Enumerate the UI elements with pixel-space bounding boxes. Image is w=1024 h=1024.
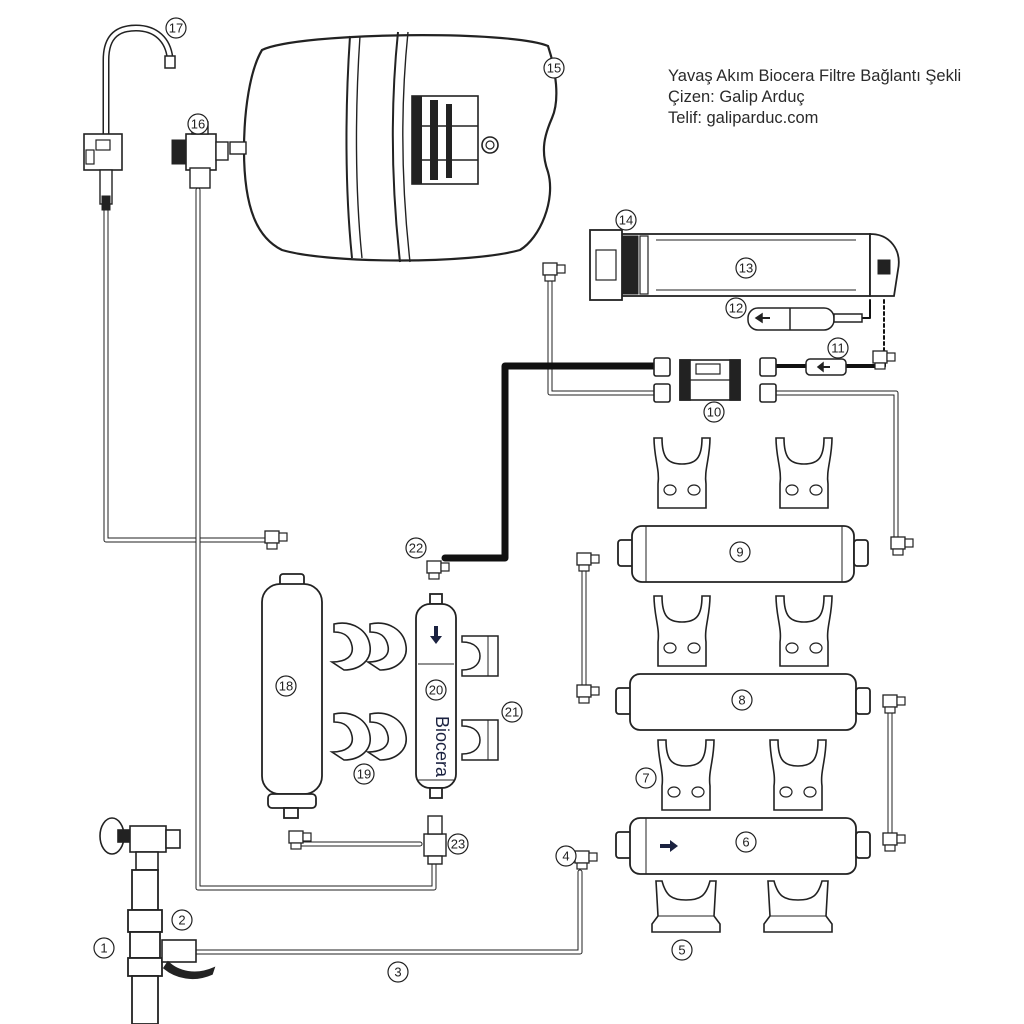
part-number-10: 10 [703, 401, 725, 423]
cartridge-clip [775, 437, 833, 509]
inline-cartridge-18 [261, 573, 323, 819]
part-number-text: 9 [736, 545, 743, 560]
tee-fitting [423, 815, 447, 865]
elbow-fitting [872, 350, 896, 370]
part-number-text: 6 [742, 835, 749, 850]
feed-water-pipe [127, 869, 163, 1024]
part-number-12: 12 [725, 297, 747, 319]
clip-19 [329, 622, 407, 761]
diagram-caption: Yavaş Akım Biocera Filtre Bağlantı Şekli… [668, 66, 961, 129]
part-number-text: 15 [547, 61, 561, 76]
shutoff-valve-block [653, 357, 777, 403]
part-number-text: 16 [191, 117, 205, 132]
elbow-fitting [890, 536, 914, 556]
part-number-text: 21 [505, 705, 519, 720]
part-number-4: 4 [555, 845, 577, 867]
elbow-fitting [882, 832, 906, 852]
base-clip [651, 880, 721, 933]
cartridge-clip [657, 739, 715, 811]
storage-tank [229, 31, 558, 263]
feed-ball-valve [161, 939, 216, 980]
part-number-text: 5 [678, 943, 685, 958]
part-number-8: 8 [731, 689, 753, 711]
part-number-text: 18 [279, 679, 293, 694]
biocera-label: Biocera [432, 716, 452, 778]
part-number-15: 15 [543, 57, 565, 79]
part-number-17: 17 [165, 17, 187, 39]
part-number-16: 16 [187, 113, 209, 135]
part-number-20: 20 [425, 679, 447, 701]
cartridge-clip [769, 739, 827, 811]
part-number-19: 19 [353, 763, 375, 785]
cartridge-clip [775, 595, 833, 667]
part-number-2: 2 [171, 909, 193, 931]
elbow-fitting [882, 694, 906, 714]
part-number-text: 11 [831, 341, 845, 356]
part-number-text: 1 [100, 941, 107, 956]
part-number-text: 22 [409, 541, 423, 556]
caption-copyright: Telif: galiparduc.com [668, 109, 819, 127]
part-number-text: 23 [451, 837, 465, 852]
caption-author: Çizen: Galip Arduç [668, 88, 805, 106]
part-number-text: 20 [429, 683, 443, 698]
part-number-text: 8 [738, 693, 745, 708]
elbow-fitting [264, 530, 288, 550]
part-number-text: 10 [707, 405, 721, 420]
faucet [83, 24, 176, 211]
angle-stop-valve [99, 817, 181, 871]
part-number-11: 11 [827, 337, 849, 359]
part-number-text: 2 [178, 913, 185, 928]
part-number-3: 3 [387, 961, 409, 983]
cartridge-clip [653, 437, 711, 509]
base-clip [763, 880, 833, 933]
part-number-text: 3 [394, 965, 401, 980]
part-number-text: 12 [729, 301, 743, 316]
part-number-1: 1 [93, 937, 115, 959]
part-number-7: 7 [635, 767, 657, 789]
part-number-9: 9 [729, 541, 751, 563]
membrane-housing [589, 229, 900, 301]
part-number-22: 22 [405, 537, 427, 559]
check-valve [805, 358, 847, 376]
part-number-text: 4 [562, 849, 569, 864]
part-number-13: 13 [735, 257, 757, 279]
elbow-fitting [426, 560, 450, 580]
side-clip [461, 719, 499, 761]
part-number-6: 6 [735, 831, 757, 853]
cartridge-clip [653, 595, 711, 667]
elbow-fitting [542, 262, 566, 282]
part-number-text: 14 [619, 213, 633, 228]
part-number-text: 17 [169, 21, 183, 36]
elbow-fitting [574, 850, 598, 870]
part-number-18: 18 [275, 675, 297, 697]
elbow-fitting [576, 684, 600, 704]
part-number-text: 19 [357, 767, 371, 782]
part-number-5: 5 [671, 939, 693, 961]
caption-title: Yavaş Akım Biocera Filtre Bağlantı Şekli [668, 67, 962, 85]
part-number-text: 7 [642, 771, 649, 786]
flow-restrictor [747, 307, 863, 331]
part-number-14: 14 [615, 209, 637, 231]
side-clip [461, 635, 499, 677]
part-number-text: 13 [739, 261, 753, 276]
elbow-fitting [576, 552, 600, 572]
part-number-23: 23 [447, 833, 469, 855]
part-number-21: 21 [501, 701, 523, 723]
